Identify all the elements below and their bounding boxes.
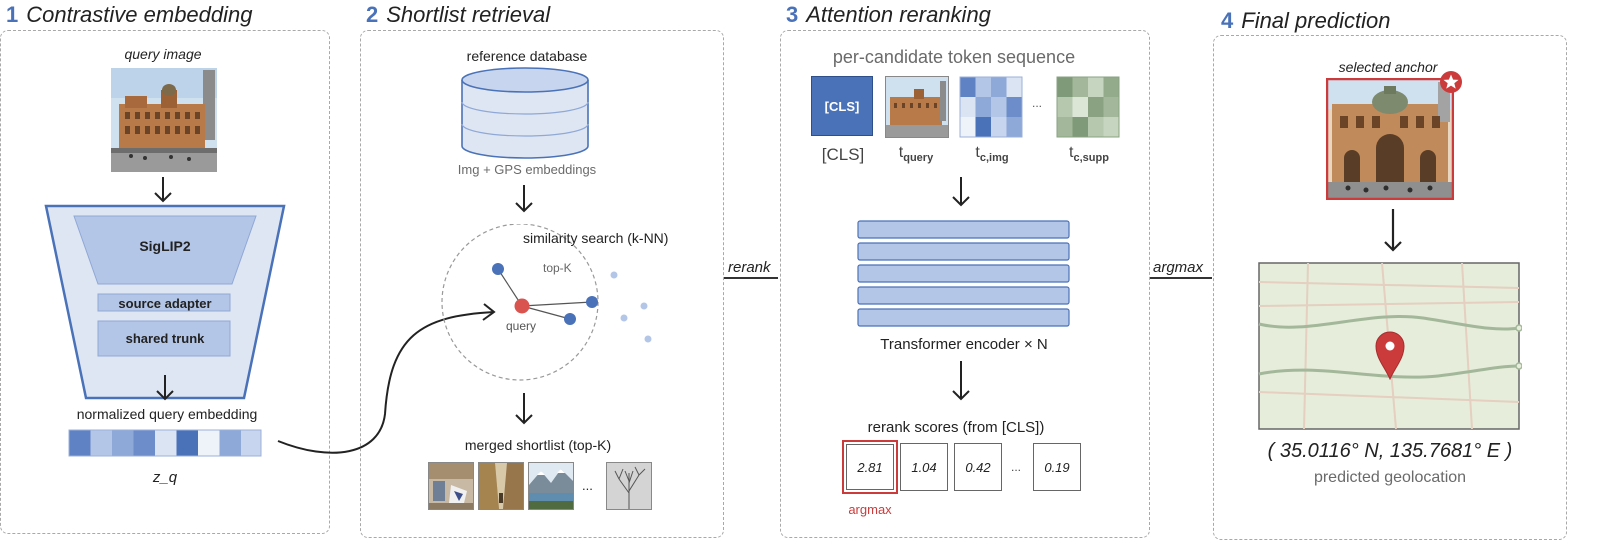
location-pin-icon [1375, 331, 1405, 380]
t-query-caption: tquery [899, 144, 933, 164]
panel-final-prediction [1213, 35, 1567, 540]
score-box: 0.42 [954, 443, 1002, 491]
panel-attention-reranking [780, 30, 1150, 538]
shortlist-thumb-3 [528, 462, 574, 510]
source-adapter-label: source adapter [118, 296, 212, 311]
search-label: similarity search (k-NN) [523, 230, 669, 246]
score-value: 0.42 [965, 459, 991, 475]
panel-4-number: 4 [1221, 8, 1234, 33]
rerank-connector-label: rerank [728, 259, 771, 276]
panel-2-title: 2 Shortlist retrieval [366, 2, 550, 28]
star-badge-icon [1440, 71, 1462, 93]
t-query-base: t [898, 144, 904, 161]
score-box-top: 2.81 [842, 440, 898, 494]
query-image-label: query image [124, 46, 202, 62]
panel-3-title: 3 Attention reranking [786, 2, 991, 28]
db-caption: Img + GPS embeddings [457, 162, 597, 177]
cls-token: [CLS] [811, 76, 873, 136]
argmax-score-label: argmax [848, 502, 892, 517]
image-token-grid [959, 76, 1023, 138]
transformer-encoder-stack [857, 220, 1070, 327]
db-label: reference database [466, 48, 588, 64]
score-ellipsis: ... [1011, 460, 1022, 474]
t-supp-caption: tc,supp [1069, 144, 1109, 164]
score-value: 2.81 [857, 459, 883, 475]
panel-4-title-text: Final prediction [1241, 8, 1391, 33]
shortlist-ellipsis: ... [582, 478, 593, 493]
encoder-label: Transformer encoder × N [880, 336, 1048, 353]
embedding-variable: z_q [152, 469, 178, 486]
panel-1-title: 1 Contrastive embedding [6, 2, 253, 28]
arrow-down-icon [515, 185, 533, 213]
t-query-sub: query [903, 152, 934, 165]
shortlist-thumb-2 [478, 462, 524, 510]
panel-4-title: 4 Final prediction [1221, 8, 1390, 34]
knn-search-diagram [441, 224, 652, 381]
t-img-caption: tc,img [975, 144, 1008, 164]
panel-shortlist-retrieval [360, 30, 724, 538]
shortlist-label: merged shortlist (top-K) [464, 437, 612, 453]
panel-2-title-text: Shortlist retrieval [386, 2, 551, 27]
token-ellipsis: ... [1032, 96, 1043, 110]
shortlist-thumb-1 [428, 462, 474, 510]
prediction-caption: predicted geolocation [1313, 469, 1467, 486]
cls-caption: [CLS] [821, 145, 865, 164]
encoder-trapezoid [44, 204, 286, 400]
selected-anchor-image [1326, 78, 1454, 200]
shared-trunk-label: shared trunk [125, 331, 205, 346]
query-token-image [885, 76, 949, 138]
arrow-down-icon [154, 177, 172, 203]
query-point-label: query [506, 319, 537, 333]
score-value: 1.04 [911, 459, 937, 475]
arrow-down-icon [952, 177, 970, 207]
embedding-to-query-arrow [277, 303, 496, 454]
embedding-label: normalized query embedding [76, 406, 258, 422]
score-box: 1.04 [900, 443, 948, 491]
embedding-vector [68, 429, 262, 457]
argmax-connector-line [1150, 277, 1212, 279]
score-box: 0.19 [1033, 443, 1081, 491]
panel-3-number: 3 [786, 2, 799, 27]
topk-label: top-K [543, 261, 572, 275]
panel-3-title-text: Attention reranking [806, 2, 991, 27]
cls-token-text: [CLS] [824, 98, 860, 114]
t-supp-sub: c,supp [1073, 152, 1109, 165]
scores-label: rerank scores (from [CLS]) [867, 419, 1045, 436]
predicted-coordinates: ( 35.0116° N, 135.7681° E ) [1267, 440, 1513, 462]
score-box-inner: 2.81 [846, 444, 894, 490]
t-supp-base: t [1069, 144, 1074, 161]
token-sequence-label: per-candidate token sequence [832, 47, 1076, 67]
shortlist-thumb-4 [606, 462, 652, 510]
query-image [111, 68, 217, 172]
t-img-base: t [975, 144, 980, 161]
arrow-down-icon [156, 375, 174, 401]
siglip2-label: SigLIP2 [139, 238, 191, 254]
panel-1-title-text: Contrastive embedding [26, 2, 253, 27]
panel-1-number: 1 [6, 2, 19, 27]
score-value: 0.19 [1044, 459, 1070, 475]
t-img-sub: c,img [979, 152, 1009, 165]
arrow-down-icon [515, 393, 533, 425]
arrow-down-icon [952, 361, 970, 401]
support-token-grid [1056, 76, 1120, 138]
argmax-connector-label: argmax [1153, 259, 1204, 276]
arrow-down-icon [1384, 209, 1402, 252]
panel-contrastive-embedding [0, 30, 330, 534]
rerank-connector-line [724, 277, 778, 279]
anchor-label: selected anchor [1338, 59, 1438, 75]
database-icon [461, 67, 589, 159]
panel-2-number: 2 [366, 2, 379, 27]
